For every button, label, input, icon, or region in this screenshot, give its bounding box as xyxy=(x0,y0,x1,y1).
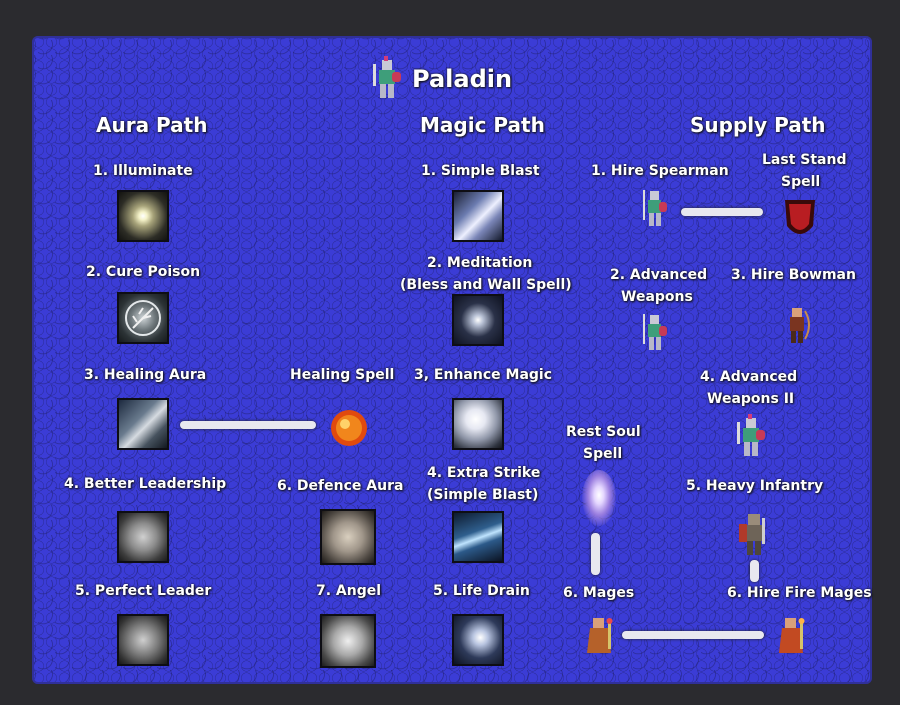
better-leadership-label: 4. Better Leadership xyxy=(64,476,227,492)
perfect-leader-label: 5. Perfect Leader xyxy=(75,583,212,599)
advanced-weapons-label: 2. Advanced xyxy=(610,267,708,283)
aura-path-header: Aura Path xyxy=(96,113,208,137)
last-stand-sublabel: Spell xyxy=(781,174,821,190)
connector-bar xyxy=(180,421,316,429)
lightning-skill-icon[interactable] xyxy=(452,511,504,563)
fire-mage-unit-icon[interactable] xyxy=(776,615,806,655)
skill-tree-board xyxy=(32,36,872,684)
heavy-infantry-unit-icon[interactable] xyxy=(737,512,771,558)
connector-bar xyxy=(750,560,759,582)
angel-label: 7. Angel xyxy=(316,583,382,599)
defence-aura-label: 6. Defence Aura xyxy=(277,478,404,494)
spearman-unit-icon[interactable] xyxy=(640,188,670,228)
illuminate-skill-icon[interactable] xyxy=(117,190,169,242)
page-title: Paladin xyxy=(412,65,513,93)
connector-bar xyxy=(591,533,600,575)
meditation-label: 2. Meditation xyxy=(427,255,533,271)
helmet-skill-icon[interactable] xyxy=(117,614,169,666)
meditation-sublabel: (Bless and Wall Spell) xyxy=(400,277,572,293)
meditation-skill-icon[interactable] xyxy=(452,294,504,346)
cure-poison-label: 2. Cure Poison xyxy=(86,264,201,280)
rest-soul-label: Rest Soul xyxy=(566,424,641,440)
last-stand-label: Last Stand xyxy=(762,152,847,168)
life-drain-label: 5. Life Drain xyxy=(433,583,530,599)
magic-path-header: Magic Path xyxy=(420,113,545,137)
illuminate-label: 1. Illuminate xyxy=(93,163,193,179)
connector-bar xyxy=(681,208,763,216)
life-drain-skill-icon[interactable] xyxy=(452,614,504,666)
spearman-unit-icon[interactable] xyxy=(640,312,670,352)
angel-skill-icon[interactable] xyxy=(320,614,376,668)
gauntlet-skill-icon[interactable] xyxy=(117,511,169,563)
swordsman-unit-icon[interactable] xyxy=(734,414,768,460)
paladin-portrait-icon xyxy=(373,56,401,98)
heavy-infantry-label: 5. Heavy Infantry xyxy=(686,478,824,494)
armor-skill-icon[interactable] xyxy=(320,509,376,565)
spirit-icon[interactable] xyxy=(582,470,616,526)
sword-skill-icon[interactable] xyxy=(117,398,169,450)
supply-path-header: Supply Path xyxy=(690,113,826,137)
enhance-magic-skill-icon[interactable] xyxy=(452,398,504,450)
blast-skill-icon[interactable] xyxy=(452,190,504,242)
leaf-skill-icon[interactable] xyxy=(117,292,169,344)
rest-soul-sublabel: Spell xyxy=(583,446,623,462)
advanced-weapons-ii-sublabel: Weapons II xyxy=(707,391,795,407)
shield-icon[interactable] xyxy=(783,196,817,242)
extra-strike-sublabel: (Simple Blast) xyxy=(427,487,539,503)
fire-orb-icon[interactable] xyxy=(325,408,373,448)
enhance-magic-label: 3, Enhance Magic xyxy=(414,367,553,383)
extra-strike-label: 4. Extra Strike xyxy=(427,465,541,481)
healing-aura-label: 3. Healing Aura xyxy=(84,367,207,383)
simple-blast-label: 1. Simple Blast xyxy=(421,163,540,179)
mage-unit-icon[interactable] xyxy=(584,615,614,655)
advanced-weapons-sublabel: Weapons xyxy=(621,289,693,305)
connector-bar xyxy=(622,631,764,639)
mages-label: 6. Mages xyxy=(563,585,635,601)
hire-fire-mages-label: 6. Hire Fire Mages xyxy=(727,585,872,601)
advanced-weapons-ii-label: 4. Advanced xyxy=(700,369,798,385)
hire-spearman-label: 1. Hire Spearman xyxy=(591,163,729,179)
hire-bowman-label: 3. Hire Bowman xyxy=(731,267,856,283)
healing-spell-label: Healing Spell xyxy=(290,367,395,383)
bowman-unit-icon[interactable] xyxy=(783,305,813,345)
